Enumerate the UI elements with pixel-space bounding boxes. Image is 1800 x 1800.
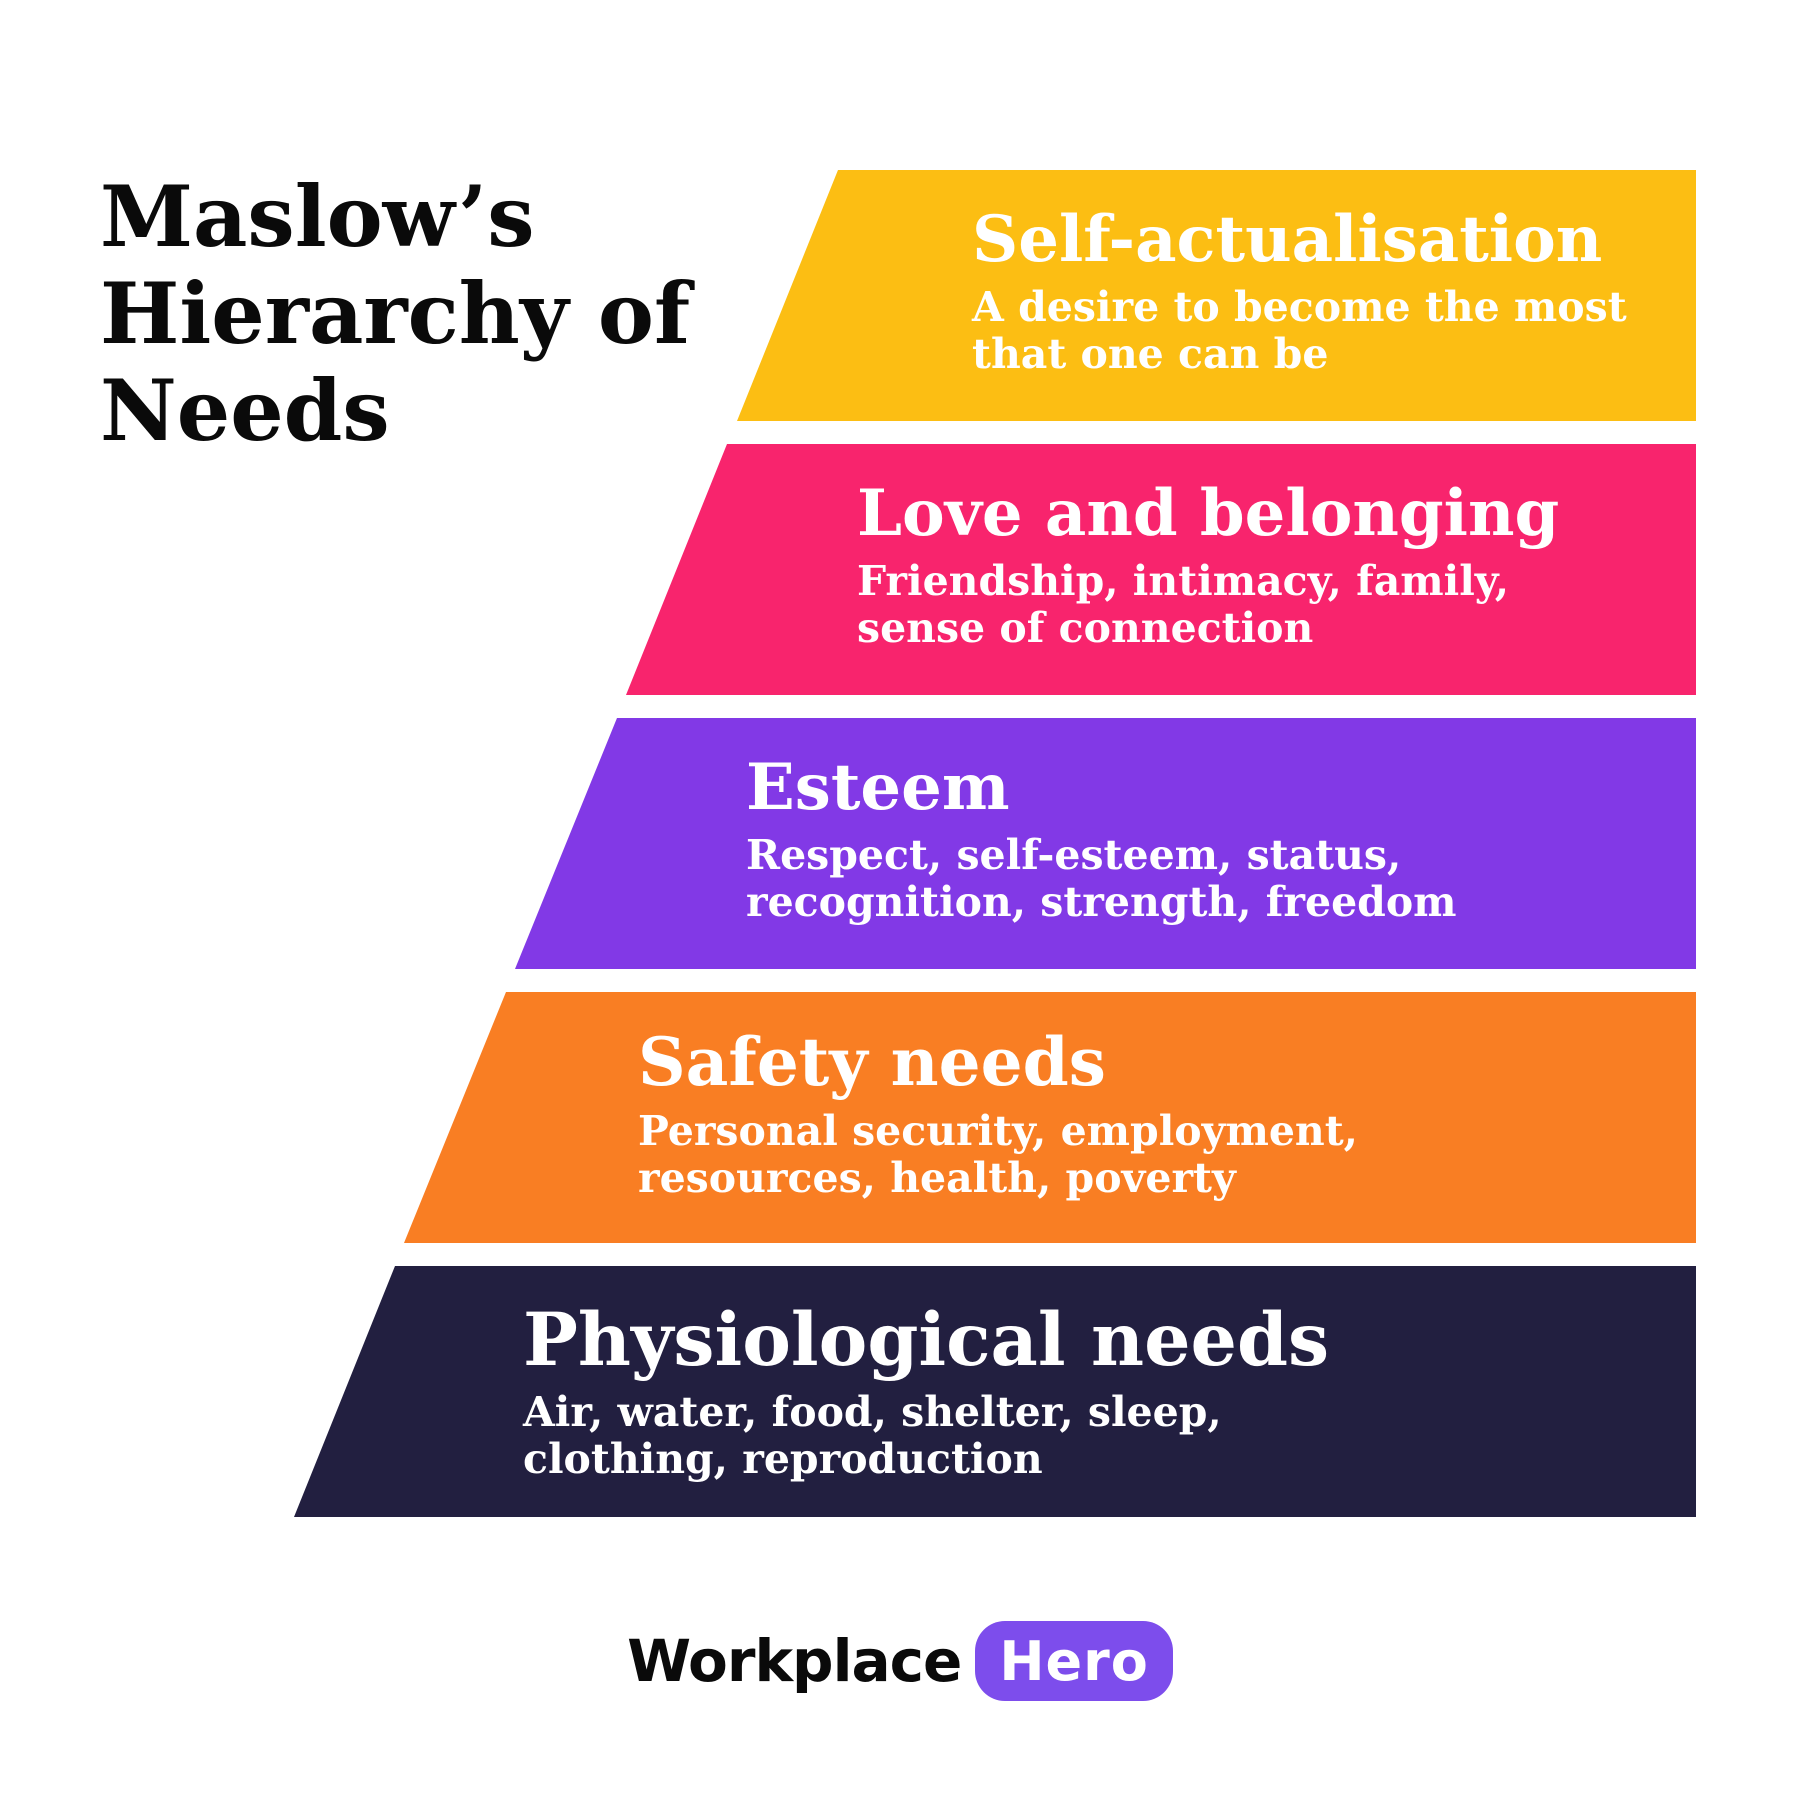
level-title: Love and belonging: [857, 476, 1560, 551]
page-title-line-2: Hierarchy of: [100, 264, 691, 363]
logo-hero-text: Hero: [999, 1629, 1149, 1693]
level-safety-needs: Safety needs Personal security, employme…: [404, 992, 1696, 1243]
level-description-line: sense of connection: [857, 603, 1314, 652]
page-title-line-3: Needs: [100, 361, 390, 460]
level-text-block: Safety needs Personal security, employme…: [638, 1023, 1358, 1202]
level-title: Physiological needs: [523, 1297, 1330, 1383]
level-title: Esteem: [746, 750, 1010, 825]
level-love-and-belonging: Love and belonging Friendship, intimacy,…: [626, 444, 1696, 695]
logo-workplace-text: Workplace: [627, 1627, 962, 1695]
level-text-block: Physiological needs Air, water, food, sh…: [523, 1297, 1330, 1484]
level-title: Self-actualisation: [972, 202, 1603, 277]
level-title: Safety needs: [638, 1023, 1106, 1101]
level-description-line: recognition, strength, freedom: [746, 877, 1457, 926]
level-text-block: Esteem Respect, self-esteem, status, rec…: [746, 754, 1457, 926]
level-description-line: Respect, self-esteem, status,: [746, 830, 1402, 879]
level-physiological-needs: Physiological needs Air, water, food, sh…: [294, 1266, 1696, 1517]
level-text-block: Self-actualisation A desire to become th…: [972, 206, 1627, 378]
level-text-block: Love and belonging Friendship, intimacy,…: [857, 480, 1559, 652]
workplace-hero-logo: Workplace Hero: [0, 1618, 1800, 1704]
level-description-line: Personal security, employment,: [638, 1106, 1358, 1155]
page-title-line-1: Maslow’s: [100, 167, 535, 266]
level-description-line: Air, water, food, shelter, sleep,: [523, 1388, 1222, 1437]
level-description-line: that one can be: [972, 329, 1329, 378]
logo-hero-badge: Hero: [975, 1621, 1173, 1701]
level-description-line: resources, health, poverty: [638, 1153, 1236, 1202]
level-description-line: clothing, reproduction: [523, 1435, 1043, 1484]
level-description-line: A desire to become the most: [972, 282, 1627, 331]
level-self-actualisation: Self-actualisation A desire to become th…: [737, 170, 1696, 421]
level-esteem: Esteem Respect, self-esteem, status, rec…: [515, 718, 1696, 969]
page-title: Maslow’s Hierarchy of Needs: [100, 168, 690, 459]
level-description-line: Friendship, intimacy, family,: [857, 556, 1509, 605]
